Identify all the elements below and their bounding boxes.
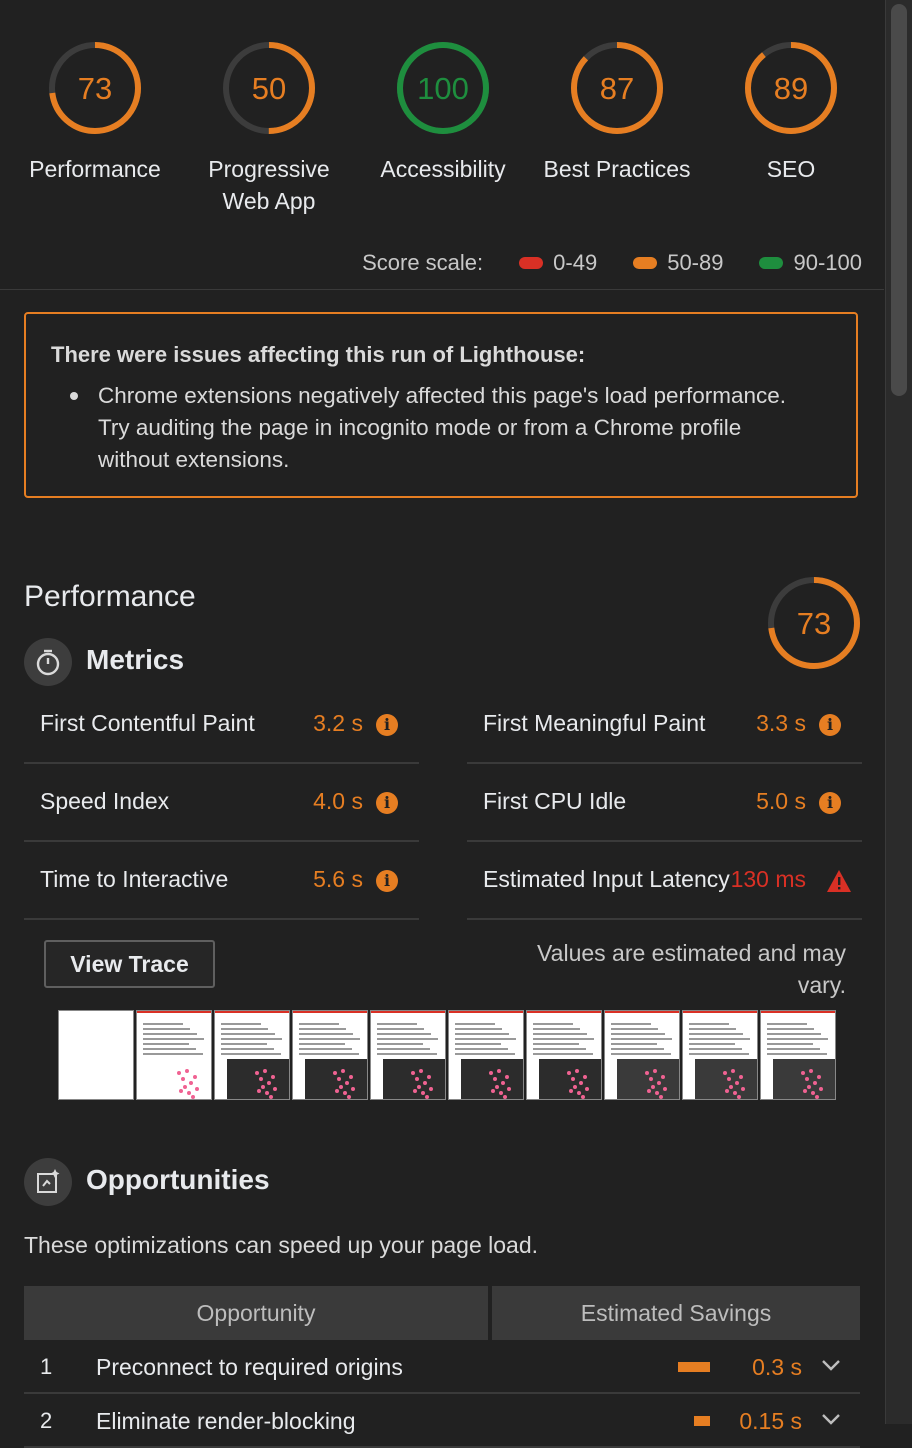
run-warnings: There were issues affecting this run of … [24,312,858,498]
metric-speed-index: Speed Index 4.0 s i [24,764,419,842]
metric-name: First CPU Idle [483,788,627,814]
scrollbar-thumb[interactable] [891,4,907,396]
performance-gauge: 73 [766,575,862,676]
opportunity-savings: 0.15 s [739,1408,802,1434]
info-icon: i [819,792,841,814]
bullet-icon [70,392,78,400]
gauge-label: Accessibility [380,156,506,182]
gauge-score: 89 [774,71,808,106]
metric-value: 5.0 s [756,788,806,814]
column-header-opportunity: Opportunity [24,1286,488,1340]
view-trace-button[interactable]: View Trace [44,940,215,988]
metric-value: 5.6 s [313,866,363,892]
metric-name: First Contentful Paint [40,710,255,736]
divider [0,289,884,290]
metric-value: 4.0 s [313,788,363,814]
fail-pill-icon [519,257,544,269]
category-gauges: 73 Performance 50 Progressive Web App 10… [0,40,880,220]
opportunity-title: Preconnect to required origins [96,1354,403,1380]
score-scale-label: Score scale: [362,250,484,275]
gauge-best-practices[interactable]: 87 Best Practices [530,40,704,185]
metric-first-contentful-paint: First Contentful Paint 3.2 s i [24,686,419,764]
gauge-ring: 73 [768,577,860,669]
info-icon: i [376,792,398,814]
gauge-performance[interactable]: 73 Performance [8,40,182,185]
opportunities-description: These optimizations can speed up your pa… [24,1232,538,1258]
opportunity-row[interactable]: 1 Preconnect to required origins 0.3 s [24,1340,860,1394]
gauge-ring: 89 [745,42,837,134]
filmstrip [58,1010,838,1100]
metric-value: 3.3 s [756,710,806,736]
opportunity-savings: 0.3 s [752,1354,802,1380]
gauge-label: Best Practices [543,156,691,182]
scale-item-fail: 0-49 [519,250,597,276]
scale-item-average: 50-89 [633,250,723,276]
filmstrip-frame [370,1010,446,1100]
metric-name: Speed Index [40,788,170,814]
score-scale: Score scale: 0-49 50-89 90-100 [362,250,862,276]
filmstrip-frame [526,1010,602,1100]
savings-bar [694,1416,710,1426]
warning-text: Chrome extensions negatively affected th… [98,383,787,472]
filmstrip-frame [136,1010,212,1100]
filmstrip-frame [214,1010,290,1100]
filmstrip-frame [760,1010,836,1100]
filmstrip-frame [58,1010,134,1100]
filmstrip-frame [682,1010,758,1100]
info-icon: i [376,714,398,736]
opportunity-icon [24,1158,72,1206]
gauge-ring: 87 [571,42,663,134]
estimated-note: Values are estimated and may vary. [537,940,846,998]
opportunities-heading: Opportunities [86,1164,270,1195]
stopwatch-icon [24,638,72,686]
gauge-ring: 50 [223,42,315,134]
warning-triangle-icon [827,870,851,892]
filmstrip-frame [292,1010,368,1100]
scrollbar[interactable] [885,0,912,1424]
gauge-label: Progressive Web App [208,156,330,214]
metric-value: 130 ms [730,866,806,892]
info-icon: i [376,870,398,892]
scale-item-pass: 90-100 [759,250,862,276]
metric-estimated-input-latency: Estimated Input Latency 130 ms [467,842,862,920]
metric-first-meaningful-paint: First Meaningful Paint 3.3 s i [467,686,862,764]
metrics-heading: Metrics [86,644,185,675]
gauge-ring: 73 [49,42,141,134]
gauge-ring: 100 [397,42,489,134]
metric-name: Estimated Input Latency [483,866,730,892]
metric-value: 3.2 s [313,710,363,736]
gauge-score: 50 [252,71,286,106]
average-pill-icon [633,257,658,269]
metric-first-cpu-idle: First CPU Idle 5.0 s i [467,764,862,842]
metric-name: First Meaningful Paint [483,710,706,736]
gauge-score: 100 [417,71,469,106]
gauge-score: 87 [600,71,634,106]
warning-title: There were issues affecting this run of … [51,342,586,367]
filmstrip-frame [448,1010,524,1100]
opportunity-number: 1 [40,1354,53,1379]
gauge-score: 73 [78,71,112,106]
performance-heading: Performance [24,580,196,613]
pass-pill-icon [759,257,784,269]
filmstrip-frame [604,1010,680,1100]
opportunity-title: Eliminate render-blocking [96,1408,356,1434]
opportunity-row[interactable]: 2 Eliminate render-blocking 0.15 s [24,1394,860,1448]
gauge-pwa[interactable]: 50 Progressive Web App [182,40,356,217]
column-header-savings: Estimated Savings [492,1286,860,1340]
gauge-seo[interactable]: 89 SEO [704,40,878,185]
metric-name: Time to Interactive [40,866,229,892]
scale-range-text: 90-100 [793,250,862,275]
chevron-down-icon[interactable] [820,1408,842,1430]
chevron-down-icon[interactable] [820,1354,842,1376]
gauge-label: SEO [766,156,816,182]
opportunity-number: 2 [40,1408,53,1433]
scale-range-text: 50-89 [667,250,724,275]
scale-range-text: 0-49 [553,250,598,275]
info-icon: i [819,714,841,736]
gauge-accessibility[interactable]: 100 Accessibility [356,40,530,185]
metric-time-to-interactive: Time to Interactive 5.6 s i [24,842,419,920]
savings-bar [678,1362,710,1372]
gauge-score: 73 [797,606,831,641]
gauge-label: Performance [29,156,161,182]
